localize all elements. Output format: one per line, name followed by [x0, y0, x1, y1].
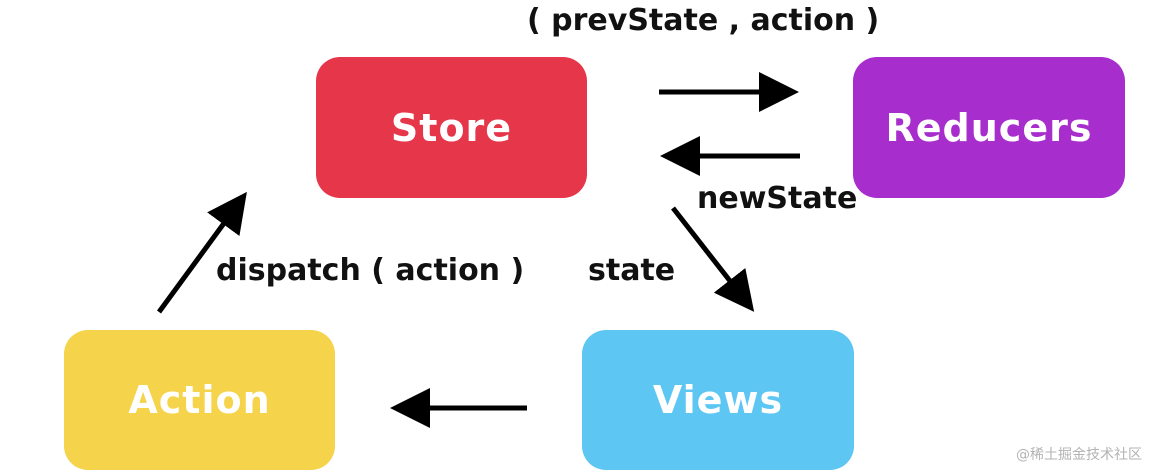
- views-label: Views: [652, 378, 784, 422]
- views-node: Views: [582, 330, 854, 470]
- prev-state-label: ( prevState , action ): [527, 3, 880, 38]
- store-node: Store: [316, 57, 587, 198]
- action-node: Action: [64, 330, 335, 470]
- reducers-node: Reducers: [853, 57, 1125, 198]
- reducers-label: Reducers: [885, 105, 1093, 150]
- watermark: @稀土掘金技术社区: [1016, 447, 1142, 463]
- arrow-store-to-views: [671, 206, 755, 312]
- store-label: Store: [390, 105, 513, 150]
- dispatch-label: dispatch ( action ): [216, 253, 525, 288]
- arrow-action-to-store: [156, 191, 247, 314]
- state-label: state: [588, 253, 676, 288]
- action-label: Action: [128, 378, 271, 422]
- new-state-label: newState: [697, 181, 858, 216]
